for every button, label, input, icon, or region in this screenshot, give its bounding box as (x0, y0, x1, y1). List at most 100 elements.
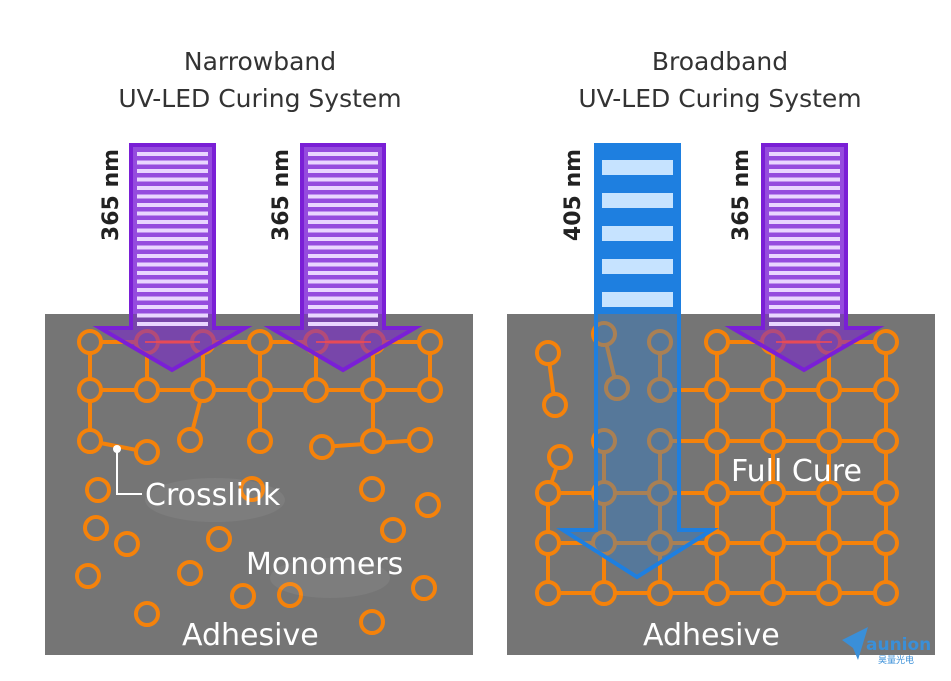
molecule (591, 480, 617, 506)
molecule (873, 580, 899, 606)
molecule (134, 377, 160, 403)
molecule (535, 580, 561, 606)
arrow-stripe (769, 288, 840, 292)
arrow-stripe (602, 259, 673, 274)
molecule (704, 329, 730, 355)
molecule (760, 580, 786, 606)
molecule (704, 428, 730, 454)
molecule (77, 377, 103, 403)
arrow-stripe (137, 279, 208, 284)
arrow-stripe (137, 152, 208, 156)
arrow-stripe (769, 169, 840, 173)
arrow-stripe (308, 313, 378, 318)
arrow-stripe (769, 296, 840, 301)
arrow-stripe (602, 226, 673, 241)
adhesive-label-right: Adhesive (643, 618, 780, 653)
arrow-stripe (769, 262, 840, 267)
arrow-stripe (137, 322, 208, 326)
molecule (177, 427, 203, 453)
molecule (873, 428, 899, 454)
arrow-stripe (137, 271, 208, 275)
arrow-stripe (769, 194, 840, 199)
arrow-stripe (308, 245, 378, 250)
molecule (407, 427, 433, 453)
molecule (309, 434, 335, 460)
crosslink-pointer (113, 445, 142, 495)
broadband-title-line2: UV-LED Curing System (578, 84, 861, 113)
monomers-label: Monomers (246, 547, 403, 582)
molecule (704, 580, 730, 606)
arrow-stripe (769, 322, 840, 326)
molecule (415, 492, 441, 518)
logo-text: aunion (866, 635, 931, 655)
arrow-stripe (308, 211, 378, 216)
molecule (535, 340, 561, 366)
arrow-stripe (137, 203, 208, 207)
arrow-stripe (308, 237, 378, 241)
arrow-stripe (308, 169, 378, 173)
molecule (75, 563, 101, 589)
molecule (239, 476, 265, 502)
molecule (535, 530, 561, 556)
molecule (134, 439, 160, 465)
arrow-stripe (769, 271, 840, 275)
molecule (190, 377, 216, 403)
molecule (247, 329, 273, 355)
molecule (873, 530, 899, 556)
adhesive-label-left: Adhesive (182, 618, 319, 653)
narrowband-arrow-1 (92, 143, 253, 373)
arrow-stripe (602, 193, 673, 208)
crosslink-label: Crosslink (145, 478, 281, 513)
arrow-stripe (137, 160, 208, 165)
arrow-stripe (137, 220, 208, 224)
molecule (591, 580, 617, 606)
arrow-stripe (137, 169, 208, 173)
broadband-arrow-405 (556, 143, 719, 580)
wavelength-label-right-1: 405 nm (561, 149, 586, 241)
molecule (77, 428, 103, 454)
arrow-stripe (137, 211, 208, 216)
molecule (77, 329, 103, 355)
molecule (547, 444, 573, 470)
molecule (114, 531, 140, 557)
molecule (83, 515, 109, 541)
molecule (247, 428, 273, 454)
molecule (230, 583, 256, 609)
arrow-stripe (308, 152, 378, 156)
arrow-stripe (769, 313, 840, 318)
molecule (647, 329, 673, 355)
molecule (542, 392, 568, 418)
molecule (816, 530, 842, 556)
molecule (760, 530, 786, 556)
arrow-stripe (308, 254, 378, 258)
broadband-title-line1: Broadband (652, 47, 788, 76)
molecule (360, 428, 386, 454)
arrow-stripe (308, 203, 378, 207)
molecule (604, 375, 630, 401)
arrow-stripe (769, 177, 840, 182)
molecule (760, 377, 786, 403)
arrow-stripe (308, 262, 378, 267)
arrow-stripe (769, 254, 840, 258)
molecule (535, 480, 561, 506)
arrow-stripe (769, 245, 840, 250)
arrow-stripe (308, 220, 378, 224)
arrow-stripe (769, 305, 840, 309)
molecule (591, 321, 617, 347)
molecule (206, 526, 232, 552)
wavelength-label-left-1: 365 nm (99, 149, 124, 241)
molecule (411, 575, 437, 601)
arrow-stripe (137, 186, 208, 190)
arrow-stripe (308, 177, 378, 182)
broadband-arrow-365 (724, 143, 885, 373)
narrowband-arrow-2 (263, 143, 423, 373)
arrow-stripe (137, 305, 208, 309)
arrow-stripe (308, 288, 378, 292)
molecule (85, 477, 111, 503)
arrow-stripe (769, 237, 840, 241)
arrow-stripe (308, 279, 378, 284)
molecule (873, 377, 899, 403)
molecule (760, 428, 786, 454)
molecule (134, 601, 160, 627)
arrow-stripe (308, 160, 378, 165)
